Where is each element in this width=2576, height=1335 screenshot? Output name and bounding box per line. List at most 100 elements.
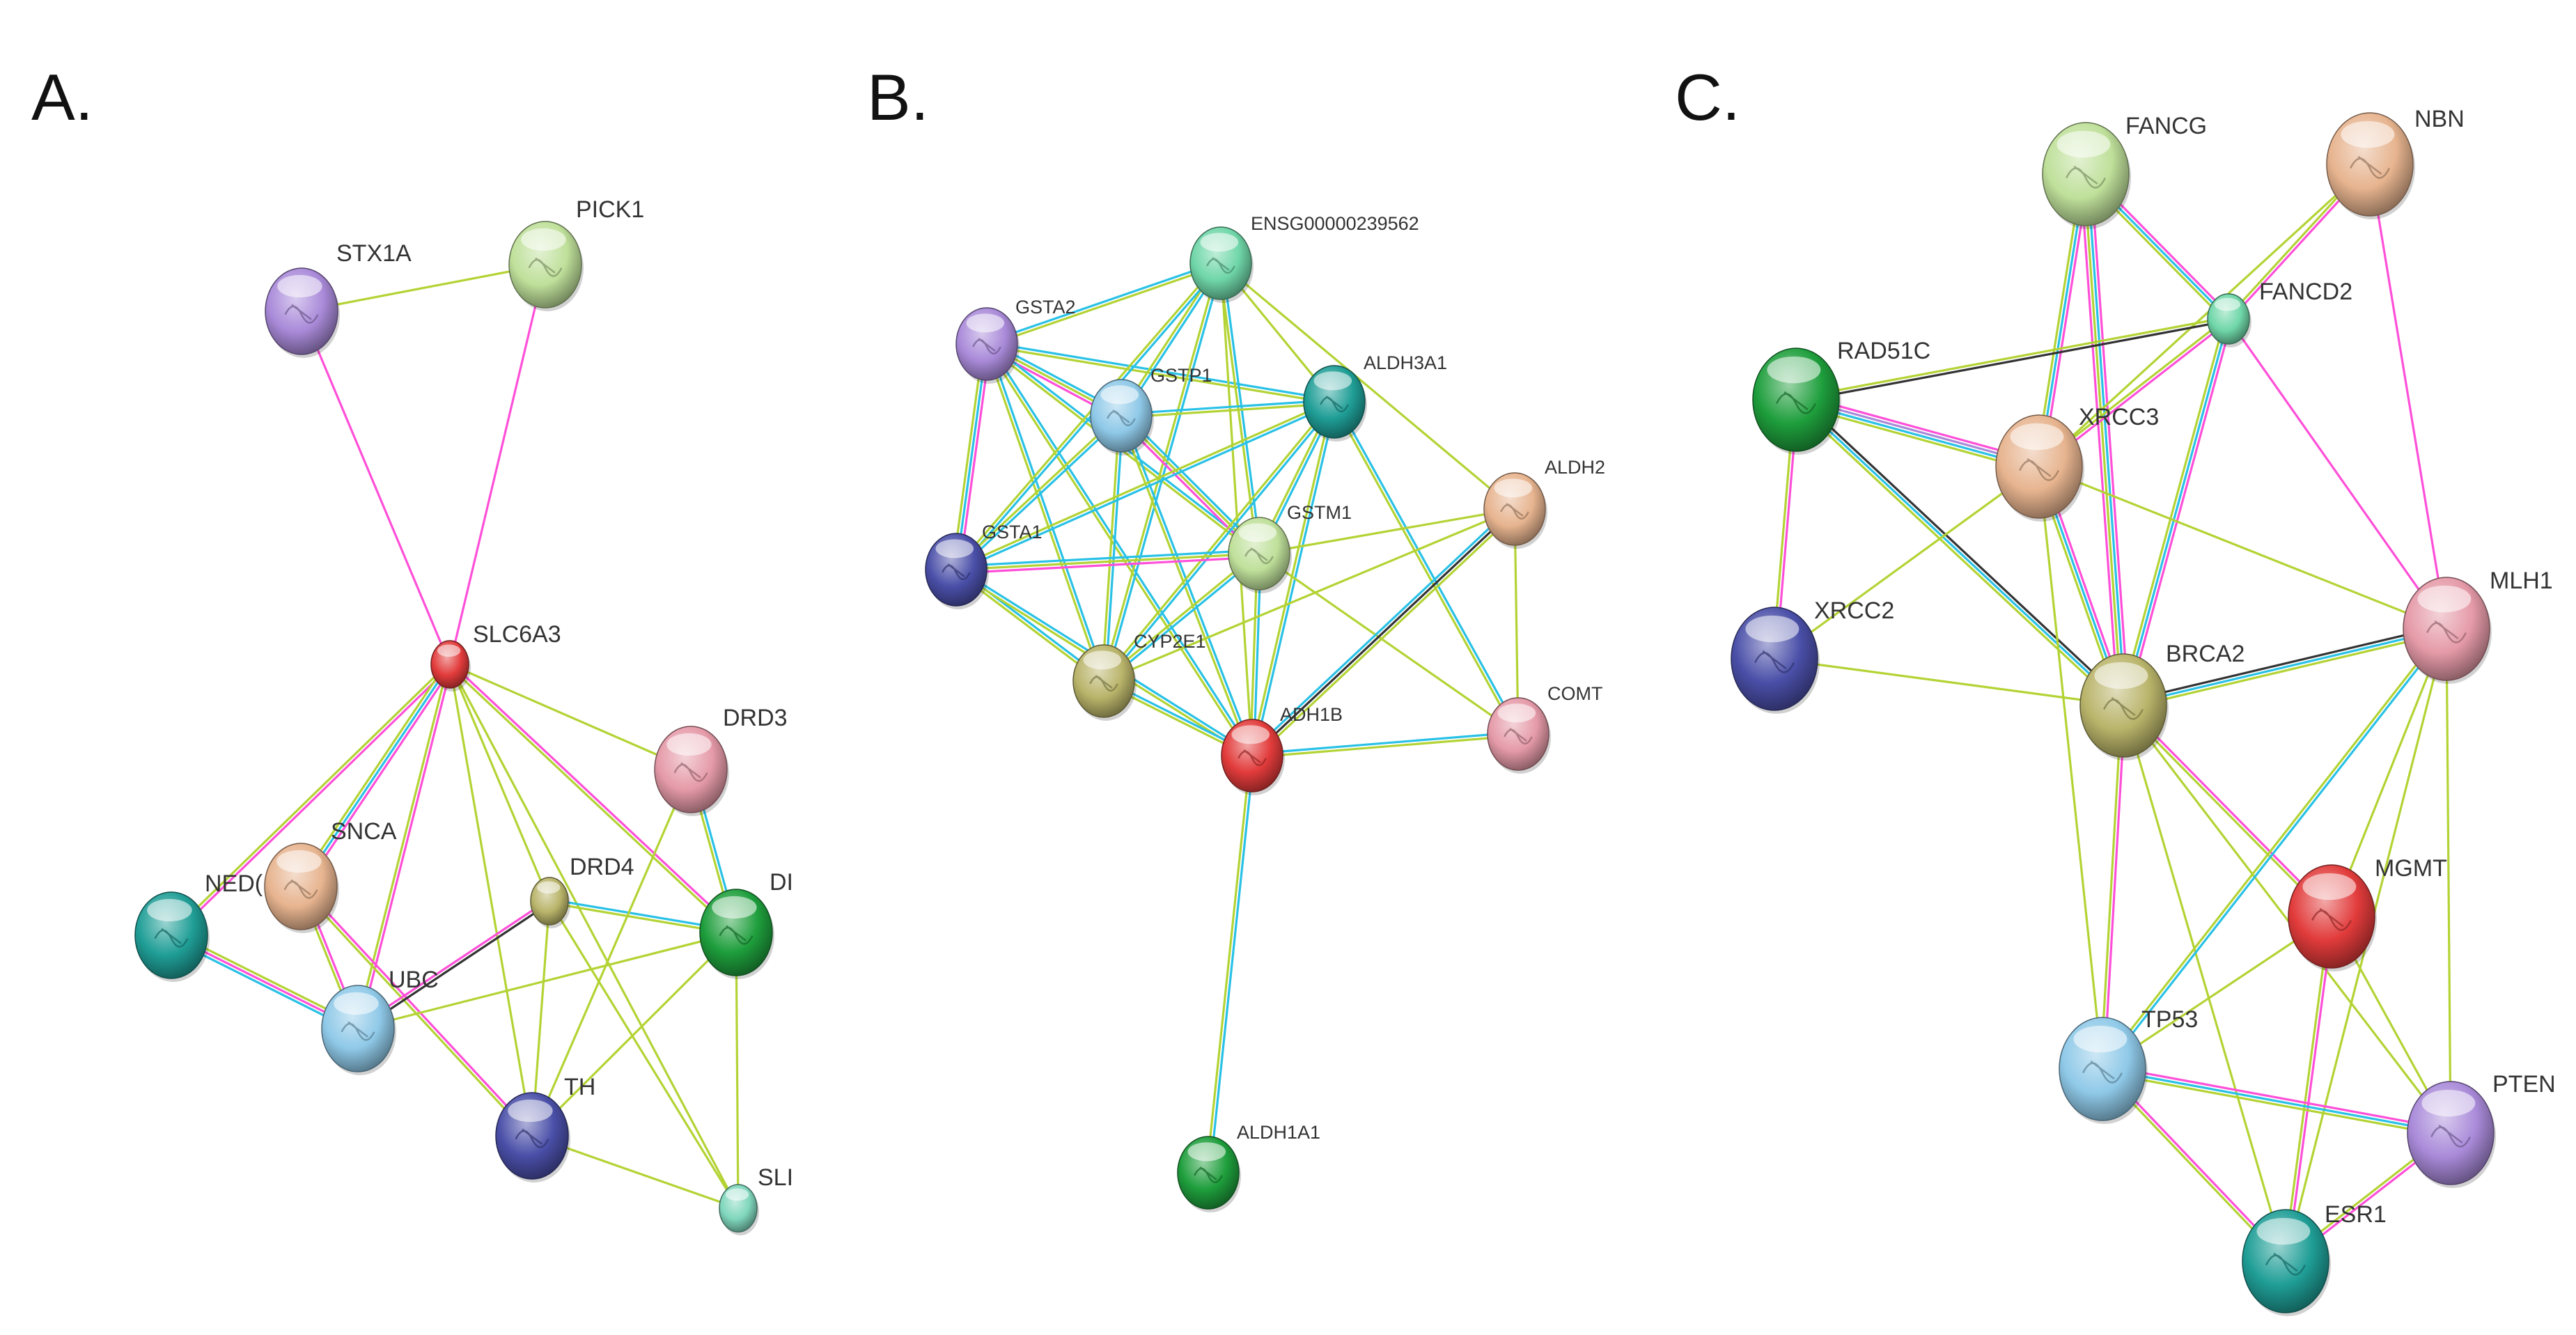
edge-strand — [1513, 508, 1520, 735]
node-gstp1[interactable] — [1090, 379, 1154, 455]
node-tp53[interactable] — [2059, 1017, 2148, 1124]
node-pten[interactable] — [2407, 1081, 2496, 1188]
node-label-nbn: NBN — [2414, 106, 2465, 132]
node-comt[interactable] — [1487, 697, 1551, 774]
node-ensg[interactable] — [1189, 226, 1254, 303]
node-brca2[interactable] — [2079, 653, 2169, 760]
edge-strand — [171, 664, 453, 938]
edge-di-sli — [735, 931, 740, 1210]
node-th[interactable] — [495, 1092, 570, 1182]
node-nbn[interactable] — [2326, 112, 2415, 219]
node-drd3[interactable] — [654, 726, 729, 816]
edge-strand — [297, 661, 448, 886]
node-mgmt[interactable] — [2288, 864, 2377, 971]
node-ubc[interactable] — [321, 985, 396, 1075]
node-label-ensg: ENSG00000239562 — [1251, 213, 1419, 234]
edge-strand — [985, 344, 1336, 405]
edge-strand — [951, 342, 985, 570]
edge-strand — [987, 342, 1255, 756]
edge-strand — [1251, 508, 1516, 757]
node-label-di: DI — [770, 869, 793, 896]
protein-structure-icon — [1238, 749, 1267, 767]
node-label-mgmt: MGMT — [2375, 855, 2447, 882]
protein-structure-icon — [1107, 409, 1136, 427]
edge-mlh1-pten — [2445, 627, 2452, 1134]
protein-structure-icon — [1089, 675, 1118, 692]
node-gstm1[interactable] — [1228, 517, 1292, 593]
edge-stx1a-slc6a3 — [300, 310, 451, 666]
node-cyp2e1[interactable] — [1072, 644, 1137, 721]
edge-mlh1-tp53 — [2100, 626, 2449, 1072]
node-aldh3a1[interactable] — [1303, 365, 1367, 442]
edge-strand — [2282, 915, 2332, 1263]
node-label-aldh3a1: ALDH3A1 — [1364, 352, 1447, 373]
edge-strand — [2099, 704, 2123, 1070]
node-xrcc2[interactable] — [1731, 607, 1820, 714]
panel-c-label: C. — [1675, 61, 1740, 134]
edge-strand — [986, 263, 1223, 347]
node-label-fancd2: FANCD2 — [2259, 279, 2352, 305]
edge-strand — [548, 900, 740, 1210]
edge-xrcc3-tp53 — [2038, 465, 2104, 1070]
edge-strand — [2125, 318, 2233, 708]
edge-strand — [2100, 626, 2446, 1070]
edge-strand — [2122, 704, 2287, 1263]
node-label-brca2: BRCA2 — [2166, 641, 2245, 667]
node-gsta1[interactable] — [925, 533, 989, 609]
edge-strand — [1102, 508, 1516, 682]
edge-ensg-adh1b — [1219, 262, 1254, 757]
edge-ensg-aldh2 — [1219, 262, 1516, 510]
node-gsta2[interactable] — [955, 307, 1020, 384]
node-aldh2[interactable] — [1483, 472, 1547, 549]
edge-strand — [985, 341, 1336, 402]
node-fancd2[interactable] — [2207, 293, 2251, 348]
edge-strand — [447, 664, 736, 935]
node-adh1b[interactable] — [1221, 719, 1285, 795]
node-aldh1a1[interactable] — [1177, 1136, 1241, 1212]
edge-strand — [984, 343, 1104, 683]
edge-strand — [2118, 317, 2226, 706]
protein-structure-icon — [2018, 458, 2060, 481]
protein-structure-icon — [2311, 907, 2352, 931]
edge-strand — [448, 663, 551, 903]
edge-strand — [1334, 400, 1521, 735]
node-label-slc6a3: SLC6A3 — [473, 621, 561, 648]
edge-strand — [984, 343, 1252, 758]
node-label-gstp1: GSTP1 — [1150, 365, 1212, 386]
edge-strand — [1219, 262, 1516, 510]
node-mlh1[interactable] — [2403, 577, 2492, 684]
edge-strand — [2038, 465, 2448, 630]
node-xrcc3[interactable] — [1995, 414, 2084, 522]
node-di[interactable] — [699, 889, 774, 979]
edge-strand — [301, 884, 535, 1136]
node-drd4[interactable] — [530, 877, 570, 928]
edge-xrcc3-xrcc2 — [1773, 465, 2040, 660]
edge-xrcc2-brca2 — [1773, 657, 2125, 707]
edge-strand — [2086, 173, 2127, 707]
protein-structure-icon — [1500, 503, 1529, 520]
edge-strand — [956, 416, 1124, 572]
edge-strand — [448, 663, 692, 771]
protein-structure-icon — [1320, 396, 1349, 413]
node-nedd[interactable] — [134, 891, 210, 982]
node-label-mlh1: MLH1 — [2490, 568, 2553, 594]
edge-strand — [956, 263, 1224, 572]
edge-strand — [2102, 628, 2449, 1072]
node-slc6a3[interactable] — [430, 640, 471, 692]
node-snca[interactable] — [264, 843, 339, 933]
node-fancg[interactable] — [2042, 122, 2131, 229]
edge-strand — [1773, 465, 2040, 660]
edge-nbn-mlh1 — [2368, 163, 2448, 630]
node-rad51c[interactable] — [1752, 348, 1841, 455]
node-sli[interactable] — [719, 1184, 759, 1235]
edge-strand — [1120, 402, 1336, 419]
node-stx1a[interactable] — [265, 267, 340, 358]
edge-strand — [2227, 318, 2448, 630]
node-esr1[interactable] — [2242, 1209, 2331, 1316]
edge-tp53-pten — [2100, 1064, 2453, 1138]
protein-structure-icon — [2065, 165, 2107, 189]
node-pick1[interactable] — [508, 221, 584, 311]
edge-strand — [1253, 510, 1519, 760]
protein-structure-icon — [719, 925, 754, 945]
